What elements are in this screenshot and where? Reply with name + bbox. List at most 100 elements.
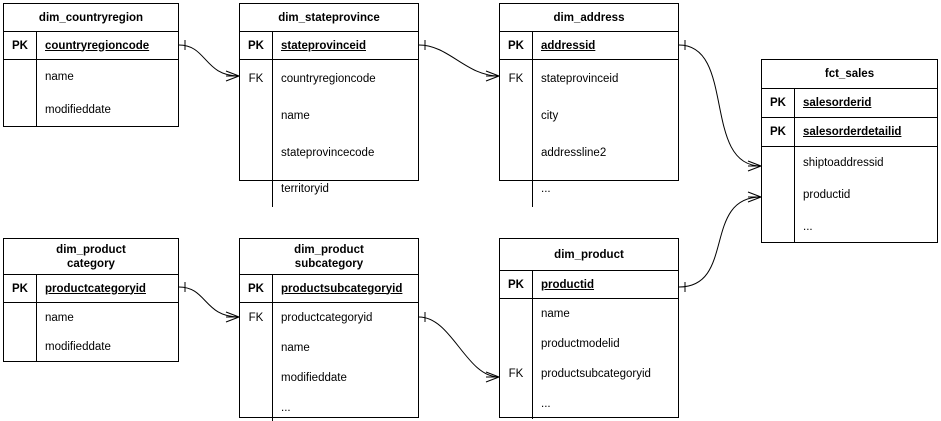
- field-name: countryregioncode: [281, 72, 376, 85]
- entity-title-dim_countryregion: dim_countryregion: [4, 4, 178, 32]
- field-row[interactable]: PK countryregioncode: [4, 32, 178, 60]
- field-name: productcategoryid: [45, 282, 146, 295]
- relationship-line: [418, 44, 500, 77]
- field-name: modifieddate: [281, 372, 347, 384]
- field-name: ...: [541, 183, 551, 195]
- cardinality-many-marker: [485, 70, 500, 82]
- field-row[interactable]: PK productid: [500, 271, 678, 299]
- field-row[interactable]: stateprovincecode: [240, 134, 418, 171]
- field-name: name: [45, 71, 74, 83]
- relationship-line: [178, 286, 240, 318]
- field-row[interactable]: productmodelid: [500, 329, 678, 359]
- relationship-rel-countryregion-stateprovince[interactable]: [178, 40, 240, 82]
- field-row[interactable]: PK productcategoryid: [4, 275, 178, 303]
- key-badge-empty: [500, 389, 532, 419]
- field-row[interactable]: addressline2: [500, 134, 678, 171]
- field-row[interactable]: modifieddate: [240, 363, 418, 393]
- field-name: productid: [803, 189, 851, 201]
- field-name: productcategoryid: [281, 312, 373, 324]
- field-name: territoryid: [281, 183, 329, 195]
- field-row[interactable]: modifieddate: [4, 333, 178, 361]
- cardinality-many-marker: [225, 311, 240, 323]
- key-badge-empty: [4, 94, 36, 126]
- field-name: name: [541, 308, 570, 320]
- field-row[interactable]: ...: [240, 393, 418, 421]
- field-row[interactable]: shiptoaddressid: [762, 147, 937, 179]
- field-name: productsubcategoryid: [541, 368, 651, 380]
- entity-title-dim_productcategory: dim_product category: [4, 239, 178, 275]
- field-row[interactable]: FK countryregioncode: [240, 60, 418, 97]
- key-badge-empty: [4, 60, 36, 94]
- key-badge-pk: PK: [12, 39, 28, 52]
- relationship-rel-subcategory-product[interactable]: [418, 312, 500, 383]
- key-badge-empty: [240, 97, 272, 134]
- key-badge-fk: FK: [248, 312, 264, 324]
- entity-title-dim_product: dim_product: [500, 239, 678, 271]
- relationship-rel-product-fctsales[interactable]: [678, 191, 762, 292]
- field-row[interactable]: ...: [500, 389, 678, 419]
- key-badge-fk: FK: [248, 72, 264, 85]
- field-name: productid: [541, 278, 595, 291]
- cardinality-many-marker: [225, 70, 240, 82]
- key-badge-empty: [762, 179, 794, 211]
- key-badge-empty: [4, 303, 36, 333]
- relationship-rel-address-fctsales[interactable]: [678, 40, 762, 172]
- cardinality-many-marker: [485, 371, 500, 383]
- field-row[interactable]: name: [500, 299, 678, 329]
- key-badge-empty: [762, 147, 794, 179]
- field-row[interactable]: ...: [500, 171, 678, 207]
- key-badge-pk: PK: [508, 278, 524, 291]
- key-badge-empty: [240, 134, 272, 171]
- cardinality-many-marker: [747, 160, 762, 172]
- field-name: ...: [281, 402, 291, 414]
- field-row[interactable]: city: [500, 97, 678, 134]
- key-badge-pk: PK: [12, 282, 28, 295]
- field-row[interactable]: territoryid: [240, 171, 418, 207]
- field-name: productsubcategoryid: [281, 282, 403, 295]
- field-row[interactable]: ...: [762, 211, 937, 242]
- cardinality-many-marker: [747, 191, 762, 203]
- field-row[interactable]: name: [4, 303, 178, 333]
- field-row[interactable]: name: [240, 97, 418, 134]
- field-row[interactable]: productid: [762, 179, 937, 211]
- entity-title-dim_address: dim_address: [500, 4, 678, 32]
- key-badge-empty: [240, 363, 272, 393]
- field-name: modifieddate: [45, 104, 111, 116]
- entity-body-dim_countryregion: PK countryregioncode name modifieddate: [4, 32, 178, 126]
- relationship-rel-productcategory-subcategory[interactable]: [178, 282, 240, 323]
- field-row[interactable]: modifieddate: [4, 94, 178, 126]
- relationship-line: [678, 196, 762, 288]
- relationship-rel-stateprovince-address[interactable]: [418, 40, 500, 82]
- field-name: name: [281, 342, 310, 354]
- field-name: city: [541, 109, 559, 122]
- entity-title-fct_sales: fct_sales: [762, 60, 937, 89]
- field-row[interactable]: FK productcategoryid: [240, 303, 418, 333]
- key-badge-empty: [240, 171, 272, 207]
- field-row[interactable]: name: [4, 60, 178, 94]
- key-badge-empty: [240, 393, 272, 421]
- field-name: name: [281, 109, 310, 122]
- entity-title-dim_stateprovince: dim_stateprovince: [240, 4, 418, 32]
- field-row[interactable]: name: [240, 333, 418, 363]
- field-name: countryregioncode: [45, 39, 150, 52]
- key-badge-pk: PK: [770, 126, 786, 138]
- field-name: productmodelid: [541, 338, 620, 350]
- field-name: salesorderid: [803, 97, 872, 109]
- key-badge-fk: FK: [508, 72, 524, 85]
